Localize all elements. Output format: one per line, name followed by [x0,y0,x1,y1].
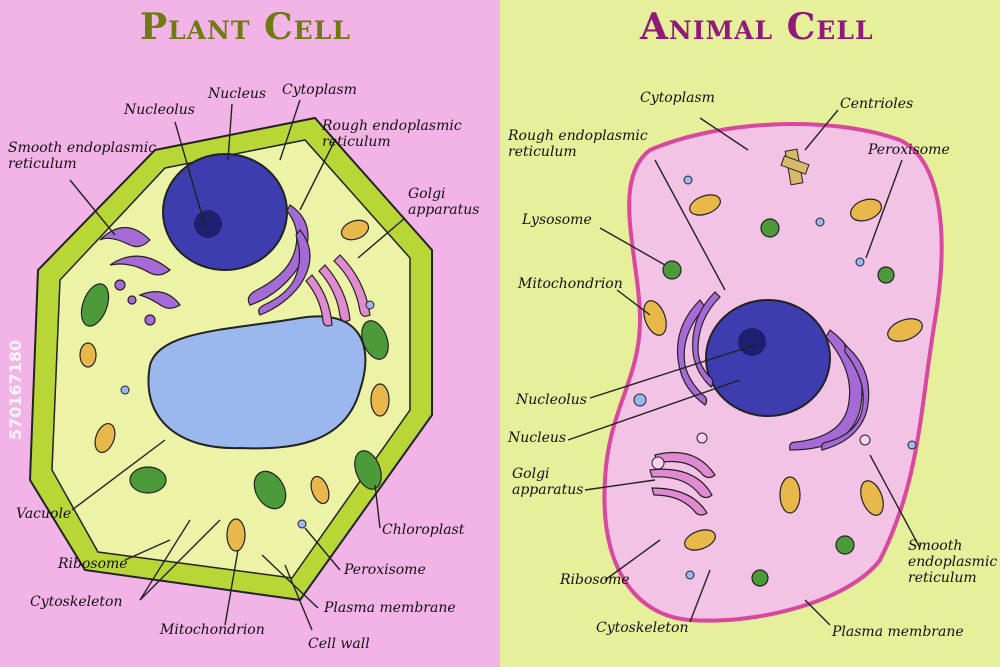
animal-nucleus [705,299,831,417]
plant-label-rough-er: Rough endoplasmic reticulum [322,118,462,150]
plant-cell-drawing [28,99,433,631]
animal-pointer-lines [567,109,921,626]
animal-cell-title: Animal Cell [640,6,874,48]
plant-label-golgi: Golgi apparatus [408,186,480,218]
stock-id-watermark: 570167180 [6,339,25,440]
animal-label-rough-er: Rough endoplasmic reticulum [508,128,648,160]
plant-label-smooth-er: Smooth endoplasmic reticulum [8,140,157,172]
animal-label-golgi: Golgi apparatus [512,466,584,498]
plant-cell-title: Plant Cell [140,6,351,48]
plant-label-nucleolus: Nucleolus [124,102,195,118]
plant-label-ribosome: Ribosome [58,556,128,572]
plant-label-cytoplasm: Cytoplasm [282,82,357,98]
animal-label-cytoskeleton: Cytoskeleton [596,620,689,636]
plant-label-mitochondrion: Mitochondrion [160,622,265,638]
plant-nucleolus [194,210,222,238]
plant-label-cell-wall: Cell wall [308,636,370,652]
animal-nucleolus [738,328,766,356]
plant-label-nucleus: Nucleus [208,86,267,102]
plant-label-vacuole: Vacuole [16,506,72,522]
plant-golgi [305,254,371,327]
animal-label-lysosome: Lysosome [522,212,592,228]
plant-pointer-lines [69,99,406,631]
animal-label-nucleolus: Nucleolus [516,392,587,408]
animal-peroxisomes [633,175,917,580]
plant-mitochondria [79,219,390,552]
plant-nucleus [162,153,288,271]
animal-label-plasma-membrane: Plasma membrane [832,624,964,640]
plant-vacuole [147,315,367,450]
plant-chloroplasts [80,283,389,510]
animal-label-peroxisome: Peroxisome [868,142,950,158]
animal-mitochondria [643,194,923,551]
animal-label-ribosome: Ribosome [560,572,630,588]
plant-label-peroxisome: Peroxisome [344,562,426,578]
plant-peroxisomes [120,300,375,529]
animal-label-mitochondrion: Mitochondrion [518,276,623,292]
plant-label-cytoskeleton: Cytoskeleton [30,594,123,610]
animal-lysosomes [662,218,895,587]
animal-label-nucleus: Nucleus [508,430,567,446]
plant-label-plasma-membrane: Plasma membrane [324,600,456,616]
plant-rough-er [247,204,311,316]
animal-centrioles [780,148,810,186]
animal-label-cytoplasm: Cytoplasm [640,90,715,106]
animal-cell-drawing [567,109,944,626]
plant-smooth-er [99,226,181,326]
animal-pink-vesicles [651,432,871,470]
animal-label-smooth-er: Smooth endoplasmic reticulum [908,538,998,586]
animal-label-centrioles: Centrioles [840,96,914,112]
animal-golgi [649,451,716,516]
plant-label-chloroplast: Chloroplast [382,522,465,538]
animal-rough-er [676,291,870,451]
